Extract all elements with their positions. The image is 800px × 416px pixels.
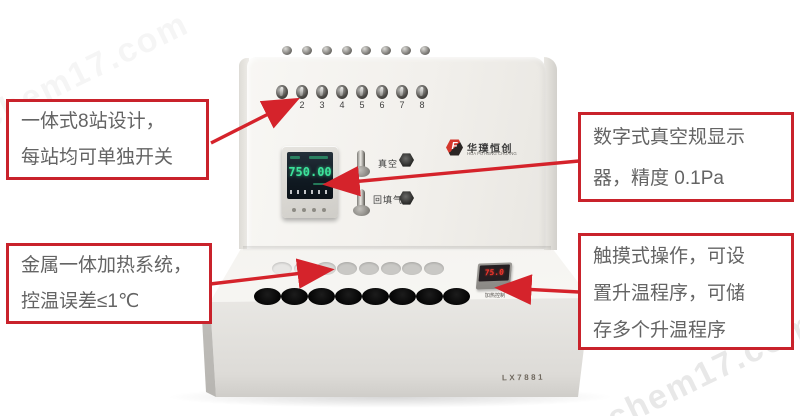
heat-control-label: 加热控制 bbox=[484, 293, 506, 299]
backfill-port-connector bbox=[399, 191, 414, 205]
station-lid-5 bbox=[359, 262, 379, 275]
base-shadow bbox=[165, 386, 615, 408]
station-lid-8 bbox=[424, 262, 444, 275]
station-switch-8 bbox=[416, 85, 428, 99]
callout-text: 控温误差≤1℃ bbox=[21, 291, 140, 312]
station-lid-6 bbox=[381, 262, 401, 275]
top-knob-2 bbox=[302, 46, 312, 55]
top-knob-4 bbox=[342, 46, 352, 55]
callout-text: 置升温程序，可储 bbox=[593, 283, 746, 304]
heating-well-4 bbox=[335, 288, 362, 305]
brand-hexagon-icon: F bbox=[446, 139, 463, 156]
station-lid-1 bbox=[272, 262, 292, 275]
heating-well-1 bbox=[254, 288, 281, 305]
station-number: 2 bbox=[299, 100, 305, 110]
station-number: 1 bbox=[279, 100, 285, 110]
station-lid-7 bbox=[402, 262, 422, 275]
station-number: 3 bbox=[319, 100, 325, 110]
gauge-button bbox=[312, 208, 316, 212]
brand-logo: F 华璞恒创 HUA PU HENG CHUANG bbox=[446, 137, 522, 161]
station-switch-2 bbox=[296, 85, 308, 99]
model-number: LX7881 bbox=[501, 372, 546, 383]
screen-indicator-ticks bbox=[290, 190, 330, 194]
callout-heating-system: 金属一体加热系统， 控温误差≤1℃ bbox=[6, 243, 212, 324]
station-number: 5 bbox=[359, 100, 365, 110]
top-knob-7 bbox=[401, 46, 411, 55]
backfill-lever-nut bbox=[353, 205, 370, 216]
top-knob-8 bbox=[420, 46, 430, 55]
station-switch-3 bbox=[316, 85, 328, 99]
station-lid-2 bbox=[294, 262, 314, 275]
callout-station-design: 一体式8站设计， 每站均可单独开关 bbox=[6, 99, 209, 180]
callout-text: 数字式真空规显示 bbox=[593, 127, 746, 148]
heat-control-reading: 75.0 bbox=[478, 264, 511, 282]
panel-left-edge bbox=[239, 58, 249, 249]
station-lid-3 bbox=[316, 262, 336, 275]
top-knob-3 bbox=[322, 46, 332, 55]
heat-control-touch-display: 75.0 bbox=[475, 262, 513, 290]
callout-touch-operation: 触摸式操作，可设 置升温程序，可储 存多个升温程序 bbox=[578, 233, 794, 350]
heating-well-8 bbox=[443, 288, 470, 305]
top-knob-5 bbox=[361, 46, 371, 55]
heating-well-7 bbox=[416, 288, 443, 305]
callout-text: 每站均可单独开关 bbox=[21, 147, 174, 168]
callout-text: 触摸式操作，可设 bbox=[593, 246, 746, 267]
station-switch-6 bbox=[376, 85, 388, 99]
backfill-gas-label: 回填气 bbox=[373, 195, 404, 205]
vacuum-reading: 750.00 bbox=[288, 165, 332, 179]
station-switch-5 bbox=[356, 85, 368, 99]
callout-vacuum-gauge: 数字式真空规显示 器，精度 0.1Pa bbox=[578, 112, 794, 202]
backfill-lever-switch bbox=[357, 189, 365, 214]
station-number: 4 bbox=[339, 100, 345, 110]
vacuum-label: 真空 bbox=[378, 159, 399, 169]
station-number: 8 bbox=[419, 100, 425, 110]
gauge-button bbox=[322, 208, 326, 212]
station-switch-7 bbox=[396, 85, 408, 99]
vacuum-gauge-display: 750.00 bbox=[282, 146, 338, 218]
panel-base-shadow bbox=[243, 246, 551, 251]
gauge-button bbox=[292, 208, 296, 212]
heating-well-6 bbox=[389, 288, 416, 305]
top-knob-6 bbox=[381, 46, 391, 55]
station-number: 7 bbox=[399, 100, 405, 110]
callout-text: 器，精度 0.1Pa bbox=[593, 168, 724, 189]
station-number: 6 bbox=[379, 100, 385, 110]
station-switch-4 bbox=[336, 85, 348, 99]
brand-romanized: HUA PU HENG CHUANG bbox=[467, 152, 517, 157]
screen-header-bar bbox=[309, 156, 328, 159]
callout-text: 存多个升温程序 bbox=[593, 320, 727, 341]
gauge-button bbox=[302, 208, 306, 212]
callout-text: 金属一体加热系统， bbox=[21, 255, 193, 276]
panel-right-edge bbox=[544, 57, 557, 250]
vacuum-lever-nut bbox=[353, 166, 370, 177]
heating-well-2 bbox=[281, 288, 308, 305]
brand-name: 华璞恒创 bbox=[467, 144, 513, 155]
heating-well-3 bbox=[308, 288, 335, 305]
callout-text: 一体式8站设计， bbox=[21, 111, 165, 132]
station-lid-4 bbox=[337, 262, 357, 275]
vacuum-gauge-screen: 750.00 bbox=[287, 152, 333, 199]
screen-header-bar bbox=[290, 156, 300, 159]
station-switch-1 bbox=[276, 85, 288, 99]
top-knob-1 bbox=[282, 46, 292, 55]
heating-well-5 bbox=[362, 288, 389, 305]
screen-sub-bar bbox=[313, 183, 326, 185]
